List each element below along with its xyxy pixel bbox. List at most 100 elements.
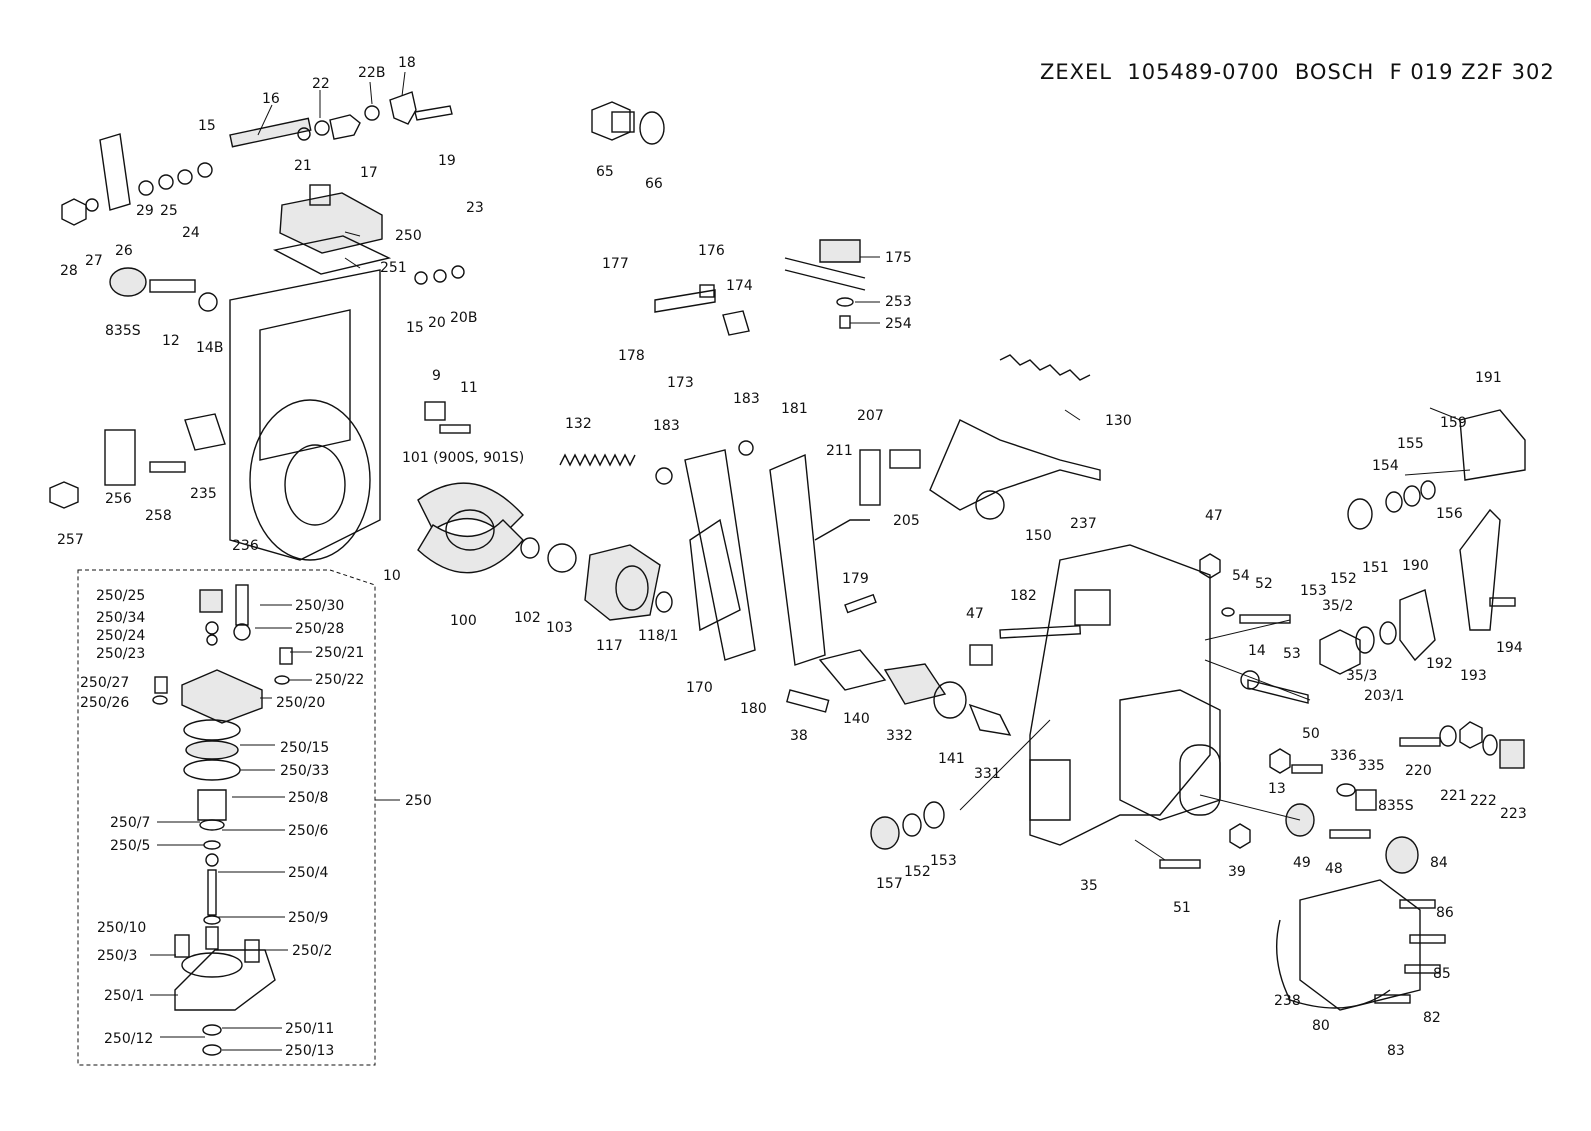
callout: 254 — [885, 316, 912, 332]
callout: 14 — [1248, 643, 1266, 659]
callout: 177 — [602, 256, 629, 272]
callout: 52 — [1255, 576, 1273, 592]
callout: 174 — [726, 278, 753, 294]
callout: 205 — [893, 513, 920, 529]
callout: 132 — [565, 416, 592, 432]
callout: 150 — [1025, 528, 1052, 544]
callout: 153 — [930, 853, 957, 869]
callout: 237 — [1070, 516, 1097, 532]
callout: 14B — [196, 340, 223, 356]
callout: 181 — [781, 401, 808, 417]
callout: 250 — [405, 793, 432, 809]
callout: 250/24 — [96, 628, 145, 644]
callout: 38 — [790, 728, 808, 744]
callout: 183 — [653, 418, 680, 434]
callout: 20B — [450, 310, 477, 326]
callout: 250/4 — [288, 865, 328, 881]
callout: 130 — [1105, 413, 1132, 429]
callout: 235 — [190, 486, 217, 502]
callout: 190 — [1402, 558, 1429, 574]
callout: 203/1 — [1364, 688, 1404, 704]
callout: 335 — [1358, 758, 1385, 774]
callout: 80 — [1312, 1018, 1330, 1034]
callout: 250/6 — [288, 823, 328, 839]
callout: 176 — [698, 243, 725, 259]
callout: 170 — [686, 680, 713, 696]
callout: 258 — [145, 508, 172, 524]
callout: 16 — [262, 91, 280, 107]
callout: 10 — [383, 568, 401, 584]
callout: 47 — [1205, 508, 1223, 524]
callout: 250/10 — [97, 920, 146, 936]
callout: 183 — [733, 391, 760, 407]
callout: 66 — [645, 176, 663, 192]
callout: 28 — [60, 263, 78, 279]
callout: 29 — [136, 203, 154, 219]
callout: 250/3 — [97, 948, 137, 964]
callout: 118/1 — [638, 628, 678, 644]
callout: 22 — [312, 76, 330, 92]
callout: 207 — [857, 408, 884, 424]
callout: 35/3 — [1346, 668, 1377, 684]
callout: 23 — [466, 200, 484, 216]
callout: 250/12 — [104, 1031, 153, 1047]
callout: 35/2 — [1322, 598, 1353, 614]
callout: 27 — [85, 253, 103, 269]
leader-lines — [150, 71, 1471, 1051]
callout: 250/7 — [110, 815, 150, 831]
callout: 83 — [1387, 1043, 1405, 1059]
callout: 86 — [1436, 905, 1454, 921]
callout: 84 — [1430, 855, 1448, 871]
callout: 250/11 — [285, 1021, 334, 1037]
callout: 153 — [1300, 583, 1327, 599]
callout: 250/20 — [276, 695, 325, 711]
callout: 82 — [1423, 1010, 1441, 1026]
callout: 48 — [1325, 861, 1343, 877]
callout: 211 — [826, 443, 853, 459]
callout-labels: 16 22 22B 18 15 21 17 19 65 66 28 27 26 … — [57, 55, 1527, 1059]
callout: 175 — [885, 250, 912, 266]
callout: 835S — [105, 323, 141, 339]
callout: 835S — [1378, 798, 1414, 814]
callout: 250/30 — [295, 598, 344, 614]
callout: 154 — [1372, 458, 1399, 474]
callout: 331 — [974, 766, 1001, 782]
callout: 102 — [514, 610, 541, 626]
part-drawings — [49, 91, 1526, 1056]
callout: 53 — [1283, 646, 1301, 662]
callout: 50 — [1302, 726, 1320, 742]
callout: 250/1 — [104, 988, 144, 1004]
callout: 250/5 — [110, 838, 150, 854]
callout: 336 — [1330, 748, 1357, 764]
callout: 250/21 — [315, 645, 364, 661]
callout: 220 — [1405, 763, 1432, 779]
callout: 18 — [398, 55, 416, 71]
callout: 250/22 — [315, 672, 364, 688]
callout: 178 — [618, 348, 645, 364]
callout: 191 — [1475, 370, 1502, 386]
callout: 250/15 — [280, 740, 329, 756]
callout: 157 — [876, 876, 903, 892]
callout: 151 — [1362, 560, 1389, 576]
callout: 223 — [1500, 806, 1527, 822]
callout: 17 — [360, 165, 378, 181]
callout: 11 — [460, 380, 478, 396]
callout: 251 — [380, 260, 407, 276]
callout: 250/26 — [80, 695, 129, 711]
callout: 140 — [843, 711, 870, 727]
callout: 250/23 — [96, 646, 145, 662]
callout: 49 — [1293, 855, 1311, 871]
callout: 250/2 — [292, 943, 332, 959]
callout: 156 — [1436, 506, 1463, 522]
callout: 222 — [1470, 793, 1497, 809]
callout: 155 — [1397, 436, 1424, 452]
callout: 47 — [966, 606, 984, 622]
callout: 182 — [1010, 588, 1037, 604]
callout: 12 — [162, 333, 180, 349]
callout: 221 — [1440, 788, 1467, 804]
callout: 51 — [1173, 900, 1191, 916]
callout: 39 — [1228, 864, 1246, 880]
callout: 15 — [198, 118, 216, 134]
callout: 250/34 — [96, 610, 145, 626]
